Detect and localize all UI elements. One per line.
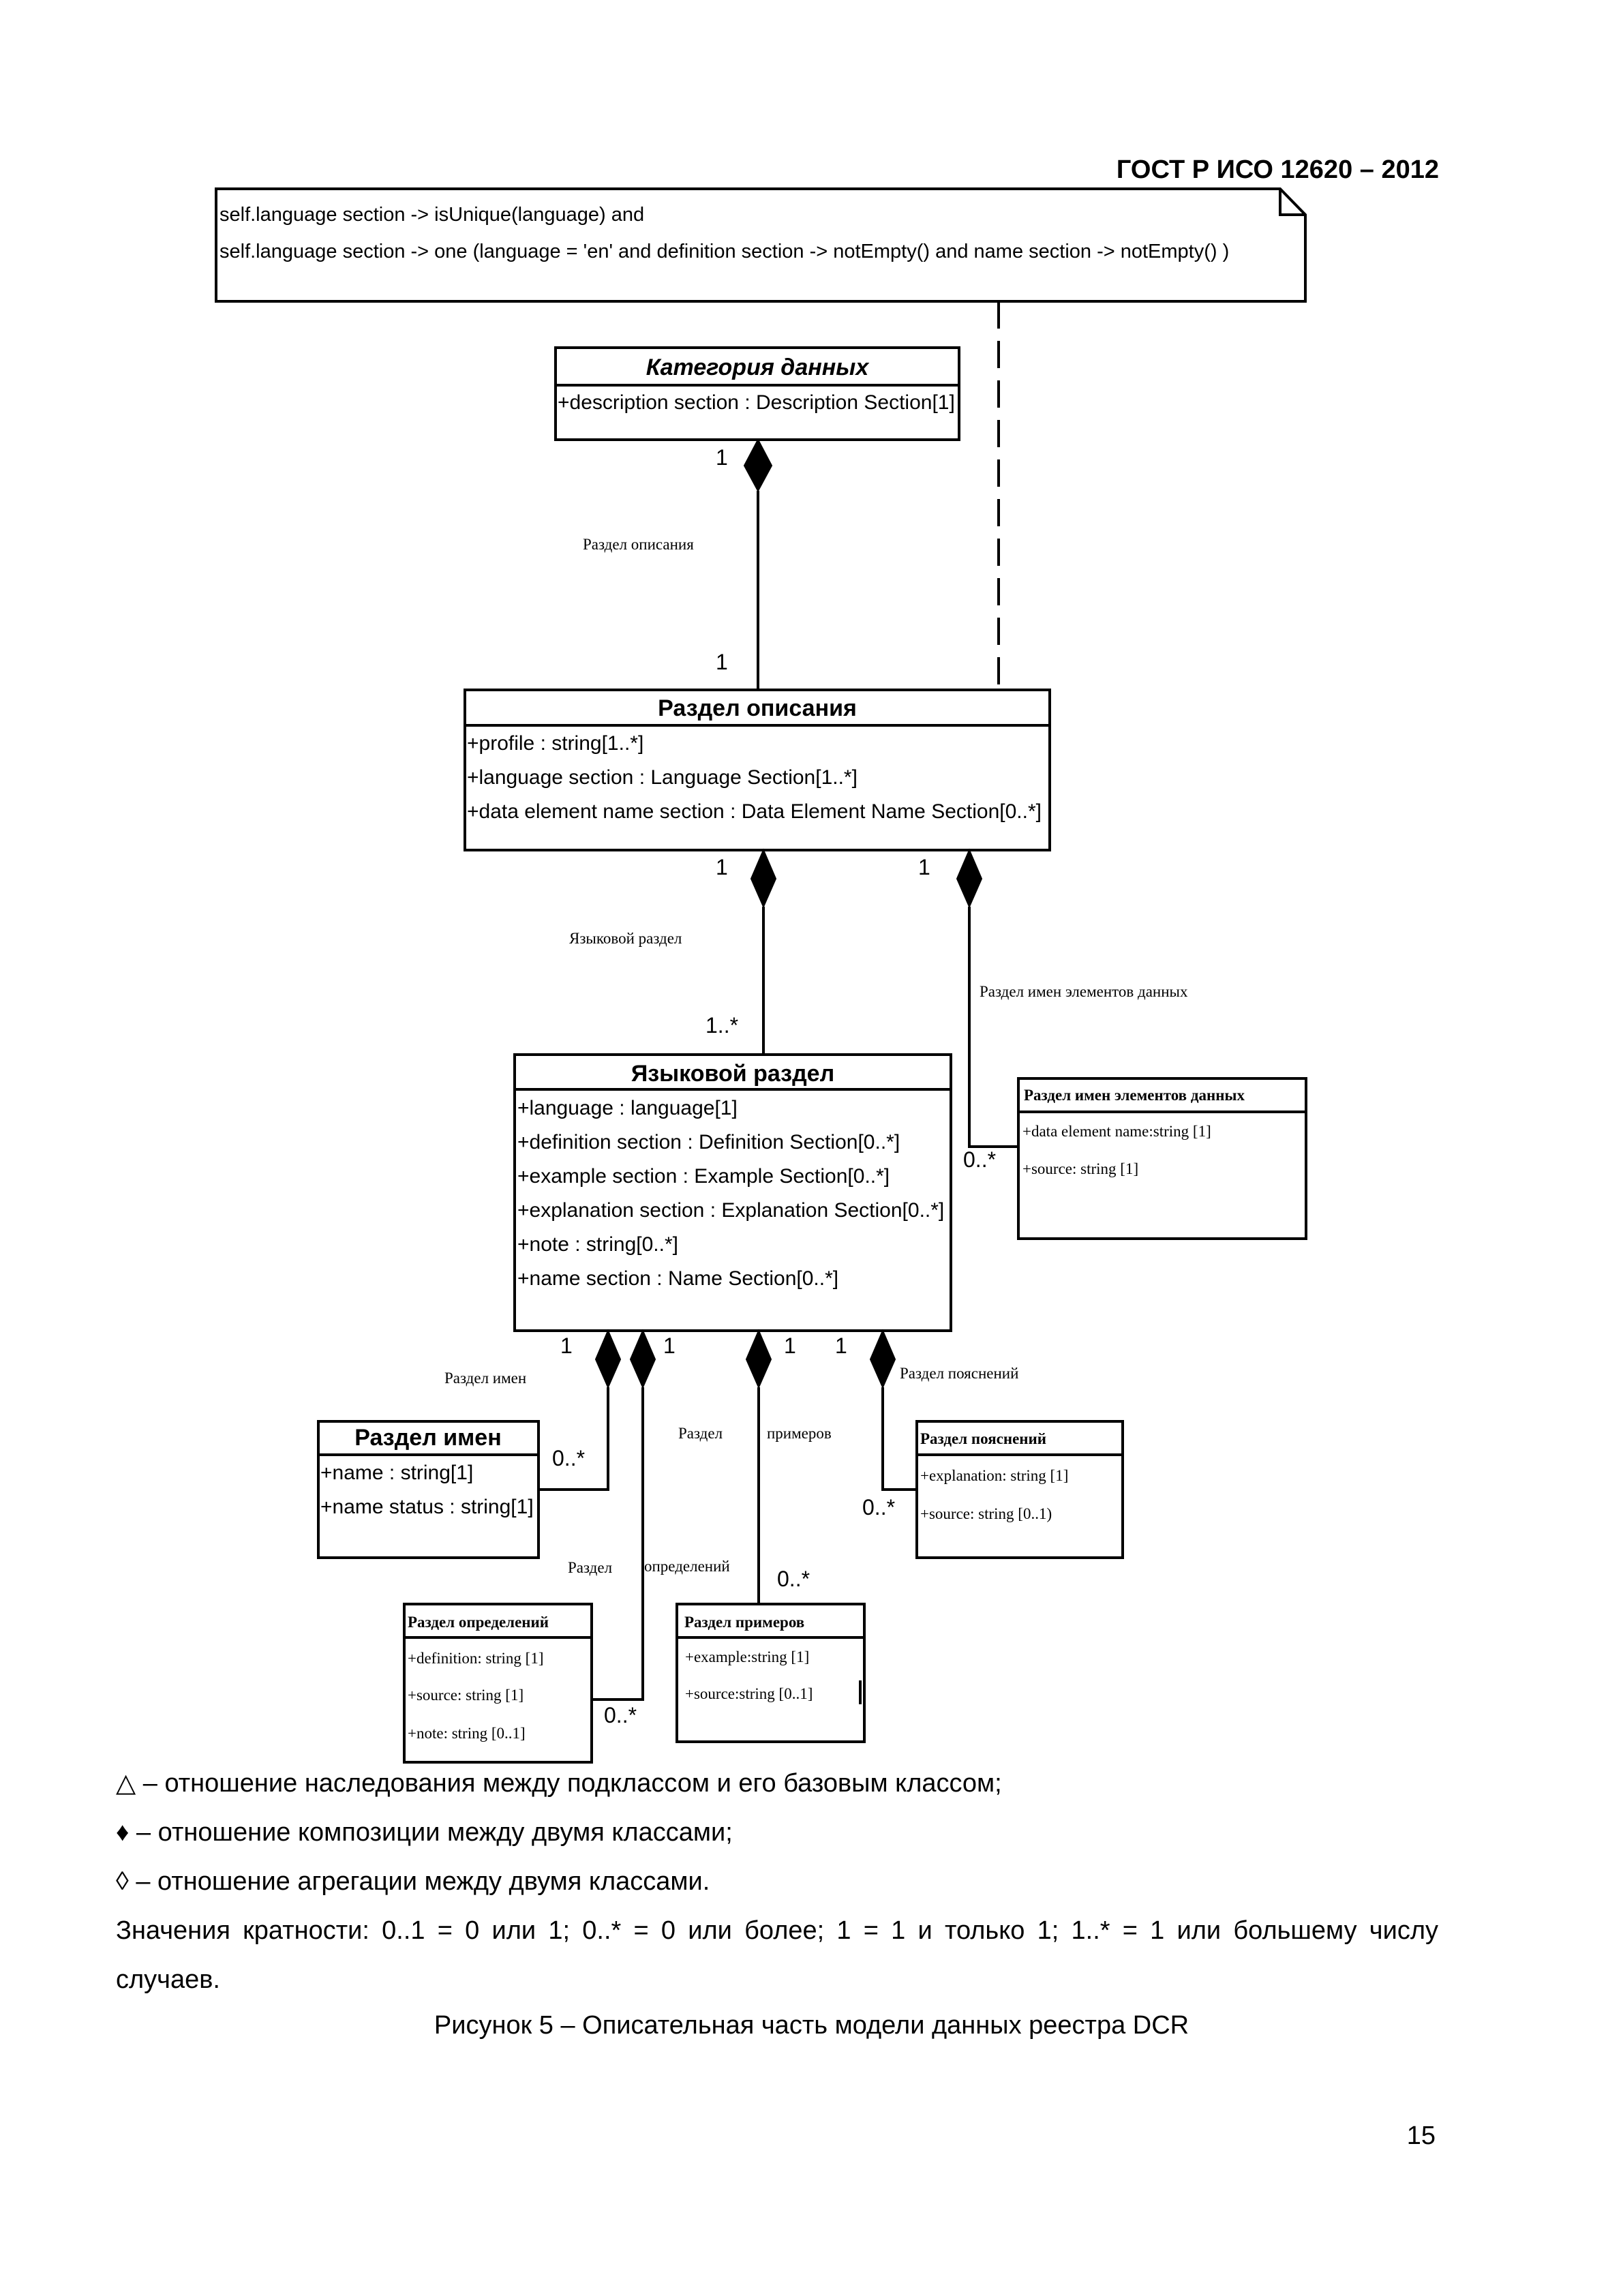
attr-description-1: +language section : Language Section[1..… <box>467 766 858 789</box>
mult-lang-expl-end: 0..* <box>862 1495 895 1520</box>
composition-diamond <box>629 1329 656 1389</box>
assoc-label-desc-den: Раздел имен элементов данных <box>980 983 1188 1000</box>
class-title-category: Категория данных <box>646 354 870 380</box>
composition-diamond <box>869 1329 896 1389</box>
attr-language-3: +explanation section : Explanation Secti… <box>517 1199 944 1222</box>
attr-den-1: +source: string [1] <box>1022 1160 1138 1177</box>
composition-diamond <box>750 848 777 909</box>
assoc-label-desc-lang: Языковой раздел <box>569 930 682 947</box>
class-title-data-element-name: Раздел имен элементов данных <box>1024 1087 1245 1104</box>
attr-example-1: +source:string [0..1] <box>685 1685 813 1702</box>
mult-lang-name-end: 0..* <box>552 1446 585 1470</box>
standard-header: ГОСТ Р ИСО 12620 – 2012 <box>1116 155 1439 184</box>
mult-cat-desc-bottom: 1 <box>716 650 728 674</box>
attr-name-0: +name : string[1] <box>320 1462 473 1484</box>
class-title-description: Раздел описания <box>658 695 857 721</box>
class-box-language <box>513 1053 952 1332</box>
mult-cat-desc-top: 1 <box>716 445 728 470</box>
attr-category-0: +description section : Description Secti… <box>558 391 955 414</box>
page-number: 15 <box>1406 2121 1436 2150</box>
class-title-example: Раздел примеров <box>684 1614 804 1631</box>
mult-lang-expl-top: 1 <box>835 1333 847 1358</box>
composition-diamond <box>594 1329 622 1389</box>
attr-language-4: +note : string[0..*] <box>517 1233 678 1256</box>
mult-lang-ex-end: 0..* <box>777 1567 810 1591</box>
assoc-label-lang-name: Раздел имен <box>444 1370 526 1387</box>
assoc-label-lang-expl: Раздел пояснений <box>900 1365 1018 1382</box>
legend-multiplicity-cont: случаев. <box>116 1965 220 1994</box>
composition-diamond <box>956 848 983 909</box>
mult-lang-name-top: 1 <box>560 1333 573 1358</box>
attr-language-2: +example section : Example Section[0..*] <box>517 1165 890 1188</box>
link-language-definition <box>592 1387 644 1701</box>
assoc-label-lang-def-b: определений <box>644 1558 730 1575</box>
assoc-label-cat-desc: Раздел описания <box>583 536 694 553</box>
attr-description-2: +data element name section : Data Elemen… <box>467 800 1042 823</box>
composition-diamond <box>743 438 773 493</box>
link-language-name <box>539 1387 609 1491</box>
legend-inheritance: △ – отношение наследования между подклас… <box>116 1769 1002 1798</box>
class-box-data-element-name <box>1017 1077 1307 1240</box>
attr-definition-2: +note: string [0..1] <box>408 1725 526 1742</box>
link-description-den <box>968 907 1018 1148</box>
mult-lang-ex-top: 1 <box>784 1333 796 1358</box>
class-box-definition <box>403 1603 593 1764</box>
mult-desc-lang-bottom: 1..* <box>706 1013 738 1038</box>
legend-multiplicity: Значения кратности: 0..1 = 0 или 1; 0..*… <box>116 1916 1438 1945</box>
assoc-label-lang-def-a: Раздел <box>568 1559 612 1576</box>
class-title-name: Раздел имен <box>354 1425 502 1451</box>
figure-caption: Рисунок 5 – Описательная часть модели да… <box>434 2011 1189 2040</box>
note-line-1: self.language section -> isUnique(langua… <box>219 204 644 226</box>
assoc-label-lang-ex-a: Раздел <box>678 1425 723 1442</box>
composition-diamond <box>745 1329 772 1389</box>
mult-lang-def-end: 0..* <box>604 1703 637 1727</box>
attr-language-1: +definition section : Definition Section… <box>517 1131 900 1153</box>
class-title-definition: Раздел определений <box>408 1614 549 1631</box>
attr-language-5: +name section : Name Section[0..*] <box>517 1267 838 1290</box>
class-title-explanation: Раздел пояснений <box>920 1430 1046 1447</box>
note-line-2: self.language section -> one (language =… <box>219 241 1229 262</box>
attr-example-0: +example:string [1] <box>685 1648 809 1665</box>
attr-description-0: +profile : string[1..*] <box>467 732 643 755</box>
attr-definition-1: +source: string [1] <box>408 1687 524 1704</box>
legend: △ – отношение наследования между подклас… <box>116 1759 1438 2004</box>
mult-desc-den-end: 0..* <box>963 1147 996 1172</box>
link-language-explanation <box>881 1387 917 1491</box>
attr-den-0: +data element name:string [1] <box>1022 1123 1211 1140</box>
legend-composition: ♦ – отношение композиции между двумя кла… <box>116 1818 733 1847</box>
attr-explanation-1: +source: string [0..1) <box>920 1505 1052 1522</box>
class-title-language: Языковой раздел <box>631 1061 834 1087</box>
uml-diagram: self.language section -> isUnique(langua… <box>215 187 1307 1764</box>
mult-lang-def-top: 1 <box>663 1333 676 1358</box>
mult-desc-lang-top: 1 <box>716 855 728 879</box>
class-box-example <box>676 1603 866 1743</box>
mult-desc-den-top: 1 <box>918 855 930 879</box>
attr-name-1: +name status : string[1] <box>320 1496 534 1518</box>
legend-aggregation: ◊ – отношение агрегации между двумя клас… <box>116 1867 710 1896</box>
attr-language-0: +language : language[1] <box>517 1097 738 1119</box>
assoc-label-lang-ex-b: примеров <box>767 1425 832 1442</box>
constraint-note <box>215 187 1307 303</box>
attr-definition-0: +definition: string [1] <box>408 1650 544 1667</box>
attr-explanation-0: +explanation: string [1] <box>920 1467 1068 1484</box>
